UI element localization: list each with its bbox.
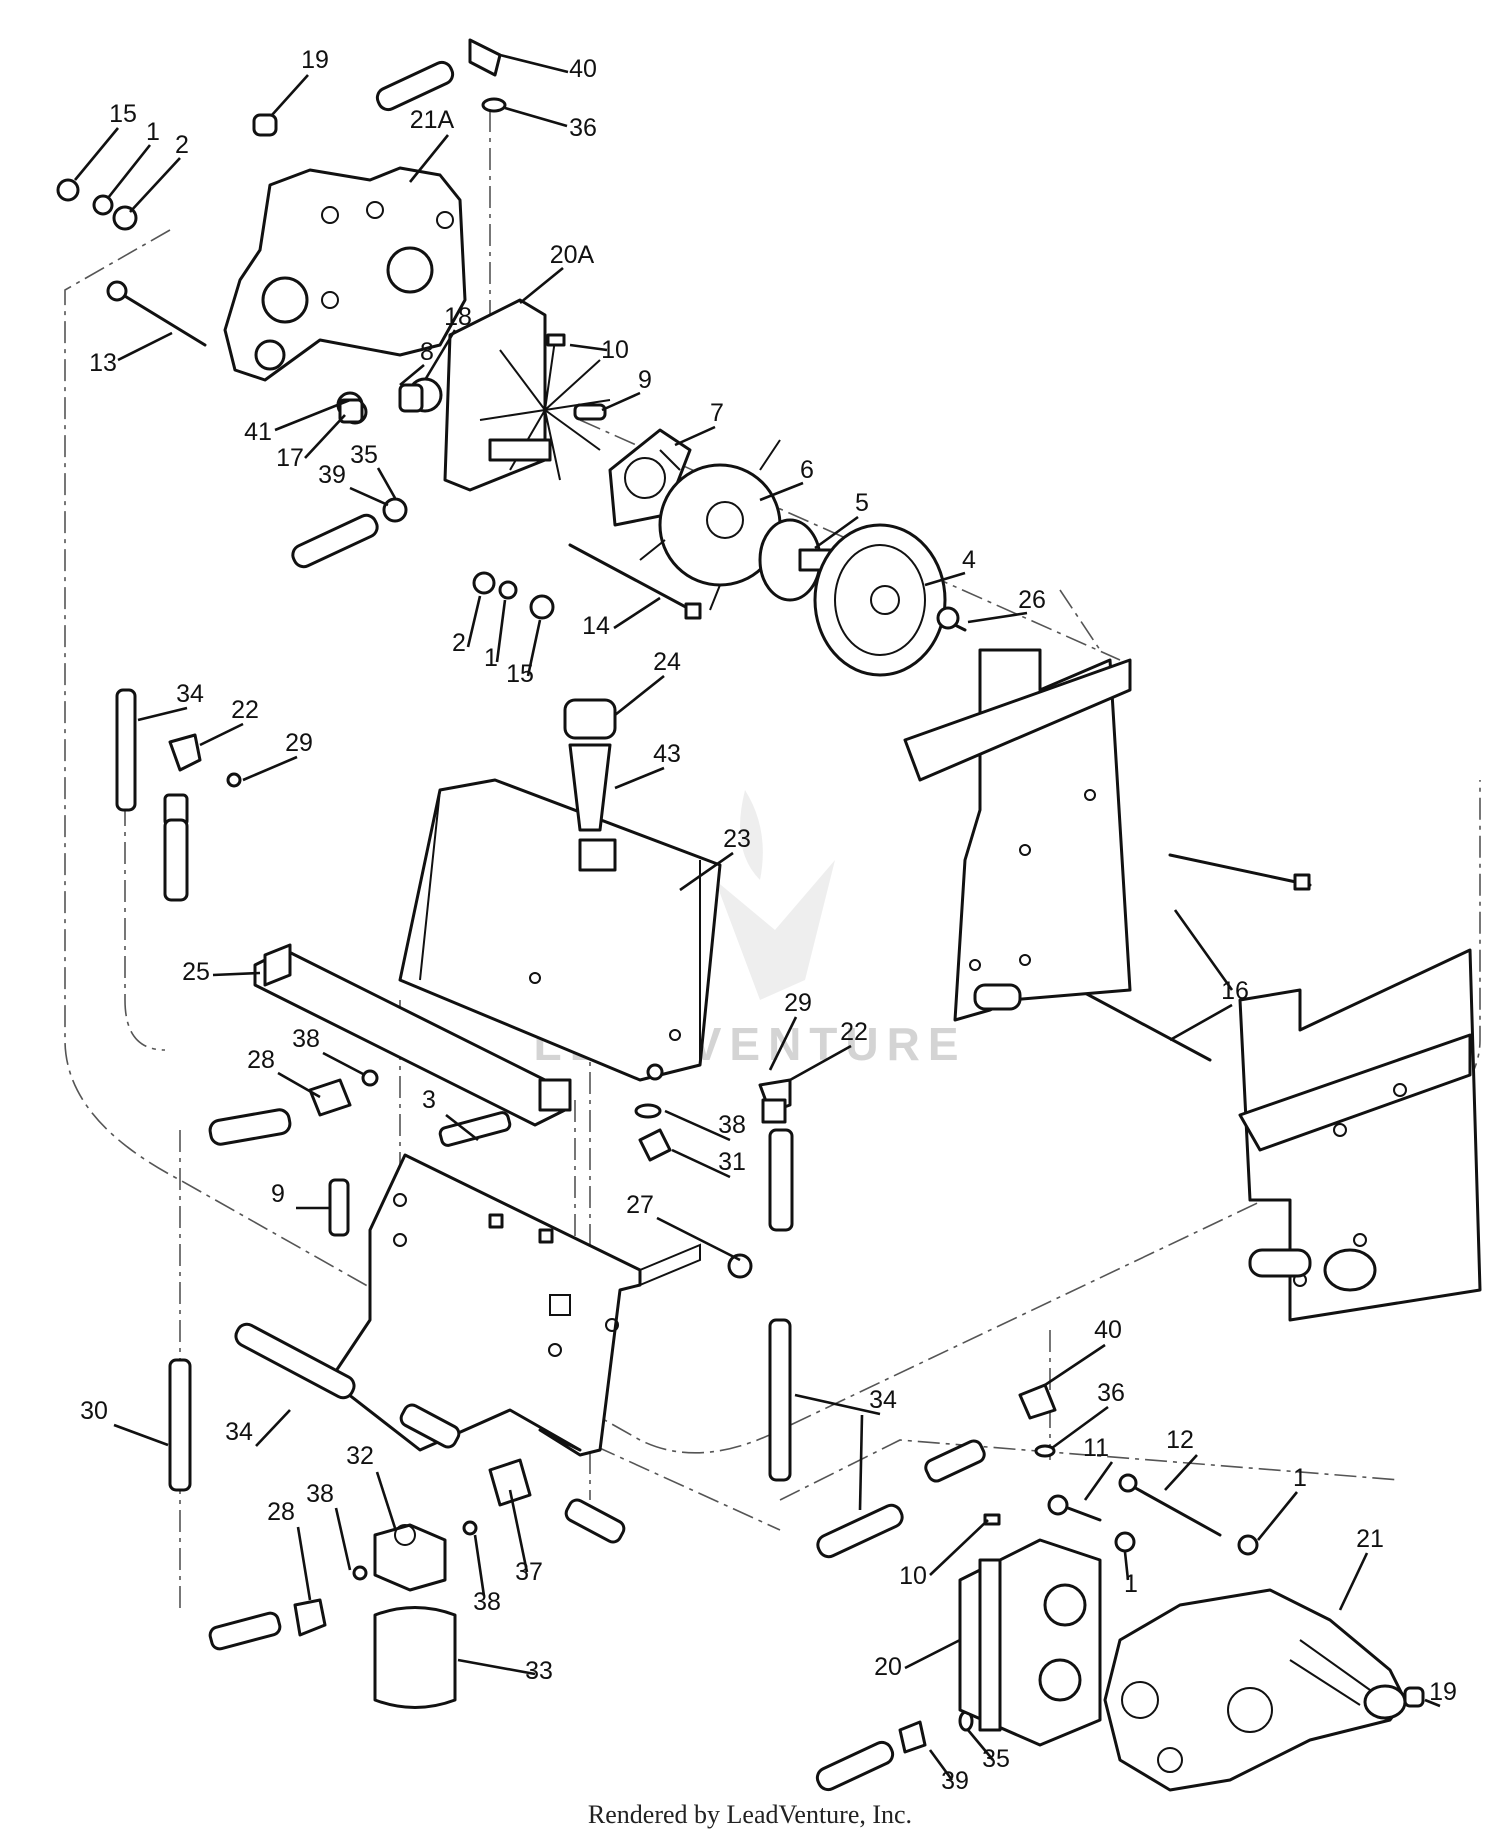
callout-c21A: 21A	[410, 106, 455, 134]
bracket-25	[253, 943, 572, 1127]
callout-c34c: 34	[869, 1386, 897, 1414]
callout-c1c: 1	[1293, 1464, 1307, 1492]
callout-c28b: 28	[267, 1498, 295, 1526]
footer-credit: Rendered by LeadVenture, Inc.	[587, 1800, 913, 1829]
callout-c17: 17	[276, 444, 304, 472]
callout-c28a: 28	[247, 1046, 275, 1074]
callout-c8: 8	[420, 338, 434, 366]
callout-c14: 14	[582, 612, 610, 640]
small-hardware	[56, 38, 960, 630]
callout-c7: 7	[710, 399, 724, 427]
oil-filter-33	[373, 1606, 457, 1709]
callout-c19b: 19	[1429, 1678, 1457, 1706]
left-hose-assembly	[115, 688, 242, 902]
fittings-upper-left	[208, 1063, 794, 1279]
callout-c20A: 20A	[550, 241, 595, 269]
callout-c22b: 22	[840, 1018, 868, 1046]
charge-pump-20	[958, 1513, 1259, 1747]
filter-head-32	[373, 1523, 447, 1592]
callout-c12: 12	[1166, 1426, 1194, 1454]
callout-c16: 16	[1221, 977, 1249, 1005]
callout-c10b: 10	[899, 1562, 927, 1590]
callout-c38c: 38	[306, 1480, 334, 1508]
callout-c31: 31	[718, 1148, 746, 1176]
callout-c2a: 2	[175, 131, 189, 159]
callout-c3: 3	[422, 1086, 436, 1114]
callout-c11: 11	[1083, 1434, 1109, 1462]
callout-c40b: 40	[1094, 1316, 1122, 1344]
callout-c5: 5	[855, 489, 869, 517]
callout-c34b: 34	[225, 1418, 253, 1446]
callout-c35a: 35	[350, 441, 378, 469]
callout-c26: 26	[1018, 586, 1046, 614]
callout-c37: 37	[515, 1558, 543, 1586]
callout-c43: 43	[653, 740, 681, 768]
mounting-plate-center	[328, 1153, 701, 1457]
callout-c35b: 35	[982, 1745, 1010, 1773]
callout-c21: 21	[1356, 1525, 1384, 1553]
callout-c10a: 10	[601, 336, 629, 364]
callout-c27: 27	[626, 1191, 654, 1219]
callout-c6: 6	[800, 456, 814, 484]
callout-c25: 25	[182, 958, 210, 986]
frame-plate-upper	[903, 648, 1132, 1022]
callout-c4: 4	[962, 546, 976, 574]
callout-c15b: 15	[506, 660, 534, 688]
pump-housing-21A	[223, 166, 467, 382]
callout-c30: 30	[80, 1397, 108, 1425]
callout-c39a: 39	[318, 461, 346, 489]
lower-hoses	[168, 1318, 1057, 1792]
callout-c24: 24	[653, 648, 681, 676]
reservoir-tank-23	[398, 698, 722, 1082]
callout-c9a: 9	[638, 366, 652, 394]
callout-c32: 32	[346, 1442, 374, 1470]
callout-c39b: 39	[941, 1767, 969, 1795]
callout-c2b: 2	[452, 629, 466, 657]
callout-c23: 23	[723, 825, 751, 853]
callout-c40a: 40	[569, 55, 597, 83]
callout-c1d: 1	[1124, 1570, 1138, 1598]
callout-c15a: 15	[109, 100, 137, 128]
callout-c36a: 36	[569, 114, 597, 142]
callout-c18: 18	[444, 303, 472, 331]
callout-c33: 33	[525, 1657, 553, 1685]
callout-c36b: 36	[1097, 1379, 1125, 1407]
callout-c29b: 29	[784, 989, 812, 1017]
callout-c13: 13	[89, 349, 117, 377]
charge-pump-20A	[336, 298, 611, 492]
callout-c34a: 34	[176, 680, 204, 708]
callout-c19a: 19	[301, 46, 329, 74]
bolts	[106, 280, 1312, 1537]
callout-c38d: 38	[473, 1588, 501, 1616]
callout-c38a: 38	[292, 1025, 320, 1053]
callout-c20: 20	[874, 1653, 902, 1681]
leader-lines	[73, 53, 1441, 1781]
callout-c38b: 38	[718, 1111, 746, 1139]
pulley-4	[813, 523, 947, 677]
callout-c41: 41	[244, 418, 272, 446]
callout-c1b: 1	[484, 644, 498, 672]
callout-c9b: 9	[271, 1180, 285, 1208]
hub-5	[758, 518, 842, 602]
callout-c29a: 29	[285, 729, 313, 757]
frame-plate-lower	[1238, 948, 1482, 1322]
callout-c1a: 1	[146, 118, 160, 146]
callout-c22a: 22	[231, 696, 259, 724]
pump-housing-21	[1103, 1588, 1425, 1792]
